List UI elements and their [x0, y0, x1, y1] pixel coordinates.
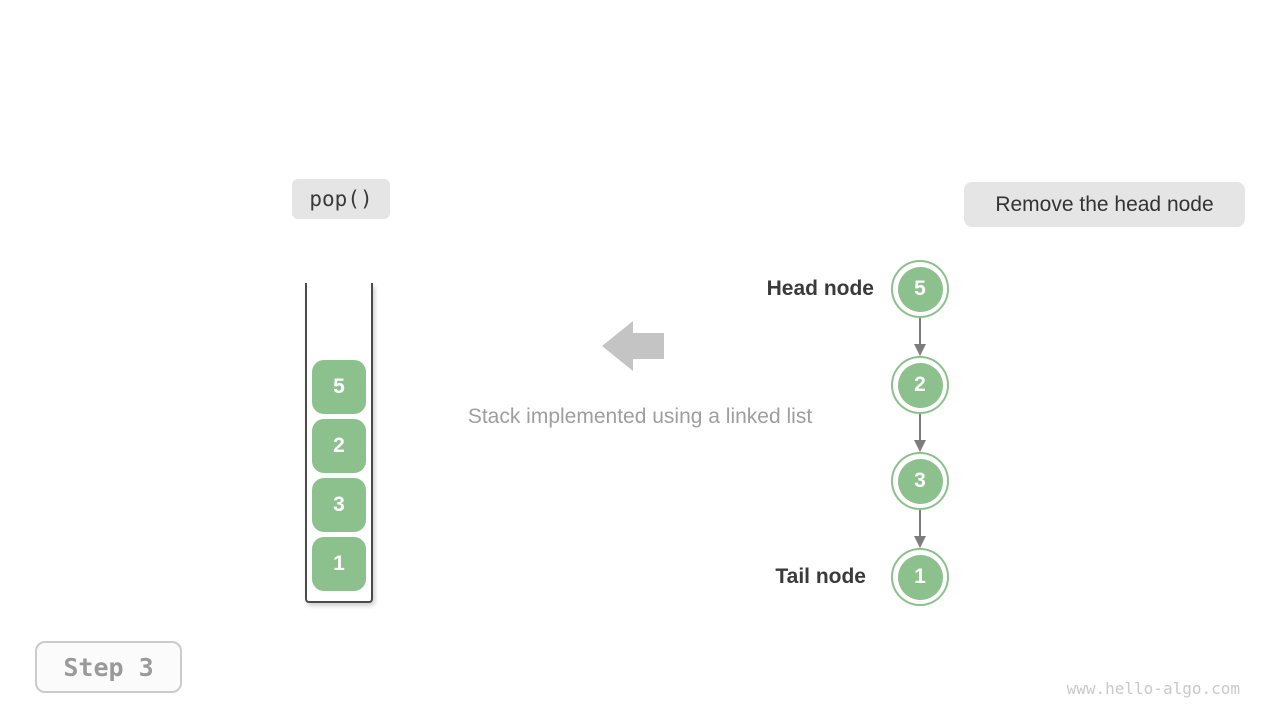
head-node-label: Head node: [766, 277, 874, 300]
action-description-badge: Remove the head node: [964, 182, 1245, 227]
list-node-value: 1: [897, 554, 943, 600]
stack-item: 5: [312, 360, 366, 414]
list-node: 1: [891, 548, 949, 606]
stack-container: 5 2 3 1: [305, 283, 373, 603]
stack-item: 2: [312, 419, 366, 473]
caption-text: Stack implemented using a linked list: [467, 405, 813, 428]
list-node: 5: [891, 260, 949, 318]
down-arrow-icon: [914, 510, 926, 548]
list-node-value: 3: [897, 458, 943, 504]
list-node-value: 2: [897, 362, 943, 408]
stack-item: 3: [312, 478, 366, 532]
list-node: 3: [891, 452, 949, 510]
down-arrow-icon: [914, 414, 926, 452]
list-node-value: 5: [897, 266, 943, 312]
tail-node-label: Tail node: [775, 565, 866, 588]
list-node: 2: [891, 356, 949, 414]
left-block-arrow-icon: [602, 321, 664, 371]
stack-item: 1: [312, 537, 366, 591]
down-arrow-icon: [914, 318, 926, 356]
step-badge: Step 3: [35, 641, 182, 693]
pop-operation-badge: pop(): [292, 179, 390, 219]
watermark-text: www.hello-algo.com: [1066, 679, 1240, 698]
